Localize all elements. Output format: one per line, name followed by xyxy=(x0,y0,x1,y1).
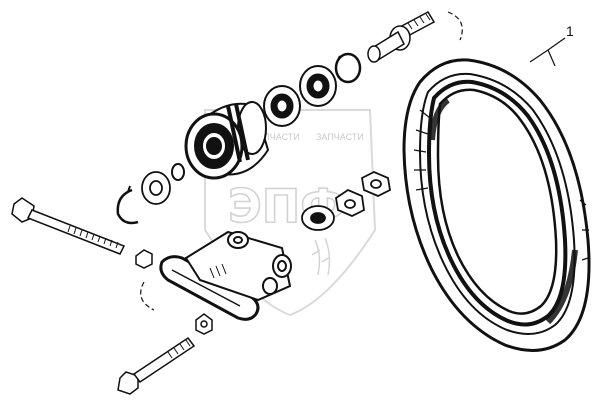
watermark-wheat-icon xyxy=(311,237,331,276)
belt-outer-edge xyxy=(402,58,591,352)
nut-upper xyxy=(361,171,391,197)
bearing-upper xyxy=(299,65,337,107)
nut-bracket-left xyxy=(135,249,153,269)
snap-ring-top xyxy=(334,52,362,84)
belt-rib-2 xyxy=(436,88,558,315)
belt-hatch xyxy=(413,109,431,191)
belt-inner-shadow xyxy=(429,97,578,325)
rotation-arrow-bracket xyxy=(140,281,155,311)
long-bolt xyxy=(11,197,126,255)
callout-belt: 1 xyxy=(529,23,574,67)
tensioner-pulley xyxy=(184,101,270,180)
drive-belt xyxy=(402,58,591,352)
callout-leader xyxy=(529,37,566,67)
washer-right xyxy=(301,205,335,231)
lower-bolt xyxy=(117,336,196,395)
stud-bolt xyxy=(367,11,436,63)
tensioner-bracket xyxy=(159,230,292,321)
nut-lower-bolt xyxy=(195,313,213,335)
watermark-small-text-right: ЗАПЧАСТИ xyxy=(316,132,364,142)
nut-lower xyxy=(335,188,365,217)
rotation-arrow-top xyxy=(447,11,463,41)
snap-ring-small xyxy=(171,163,185,181)
belt-inner-edge xyxy=(419,72,576,335)
bearing-lower xyxy=(263,85,301,127)
belt-rib-1 xyxy=(427,79,568,327)
washer-left xyxy=(141,171,171,205)
watermark-small-text-left: ЗАПЧАСТИ xyxy=(252,132,300,142)
callout-number-1: 1 xyxy=(566,23,574,39)
snap-ring-left xyxy=(116,185,139,225)
